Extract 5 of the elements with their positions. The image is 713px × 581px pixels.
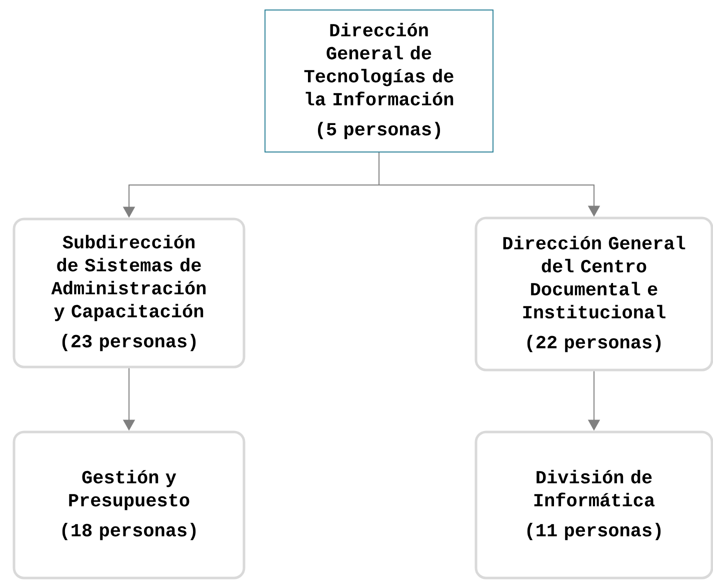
department-box: Dirección General del Centro Documental e Institucional (22 personas) (474, 216, 713, 372)
department-box: Dirección General de Tecnologías de la Información (5 personas) (264, 10, 494, 152)
department-box: Subdirección de Sistemas de Administración y Capacitación (23 personas) (12, 218, 246, 368)
department-box: Gestión y Presupuesto (18 personas) (12, 430, 246, 580)
department-box: División de Informática (11 personas) (474, 430, 713, 580)
